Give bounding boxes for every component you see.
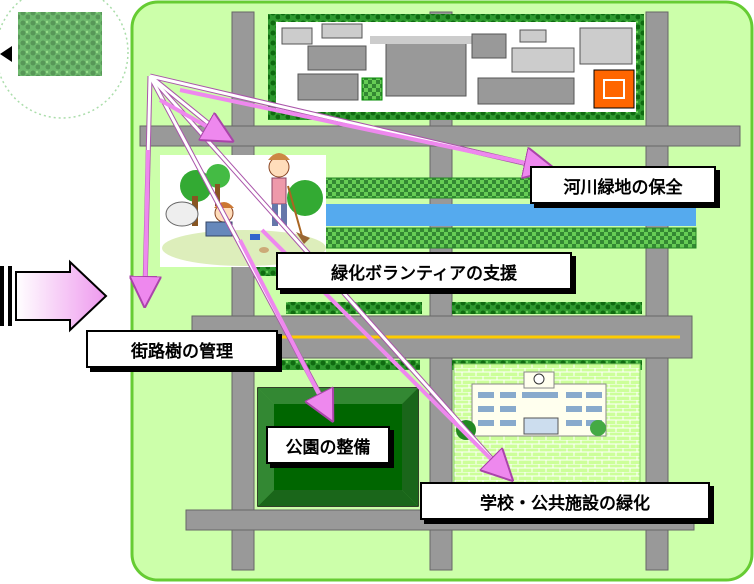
label-street-trees: 街路樹の管理 [86, 330, 278, 368]
top-building-block [268, 14, 644, 120]
label-school-public-facilities: 学校・公共施設の緑化 [420, 482, 710, 520]
hedge-tile-decoration [0, 0, 129, 119]
input-arrow-icon [0, 259, 108, 333]
label-river-green: 河川緑地の保全 [530, 166, 716, 204]
label-volunteer-support: 緑化ボランティアの支援 [276, 252, 572, 290]
river [318, 204, 696, 226]
label-park: 公園の整備 [266, 426, 390, 464]
